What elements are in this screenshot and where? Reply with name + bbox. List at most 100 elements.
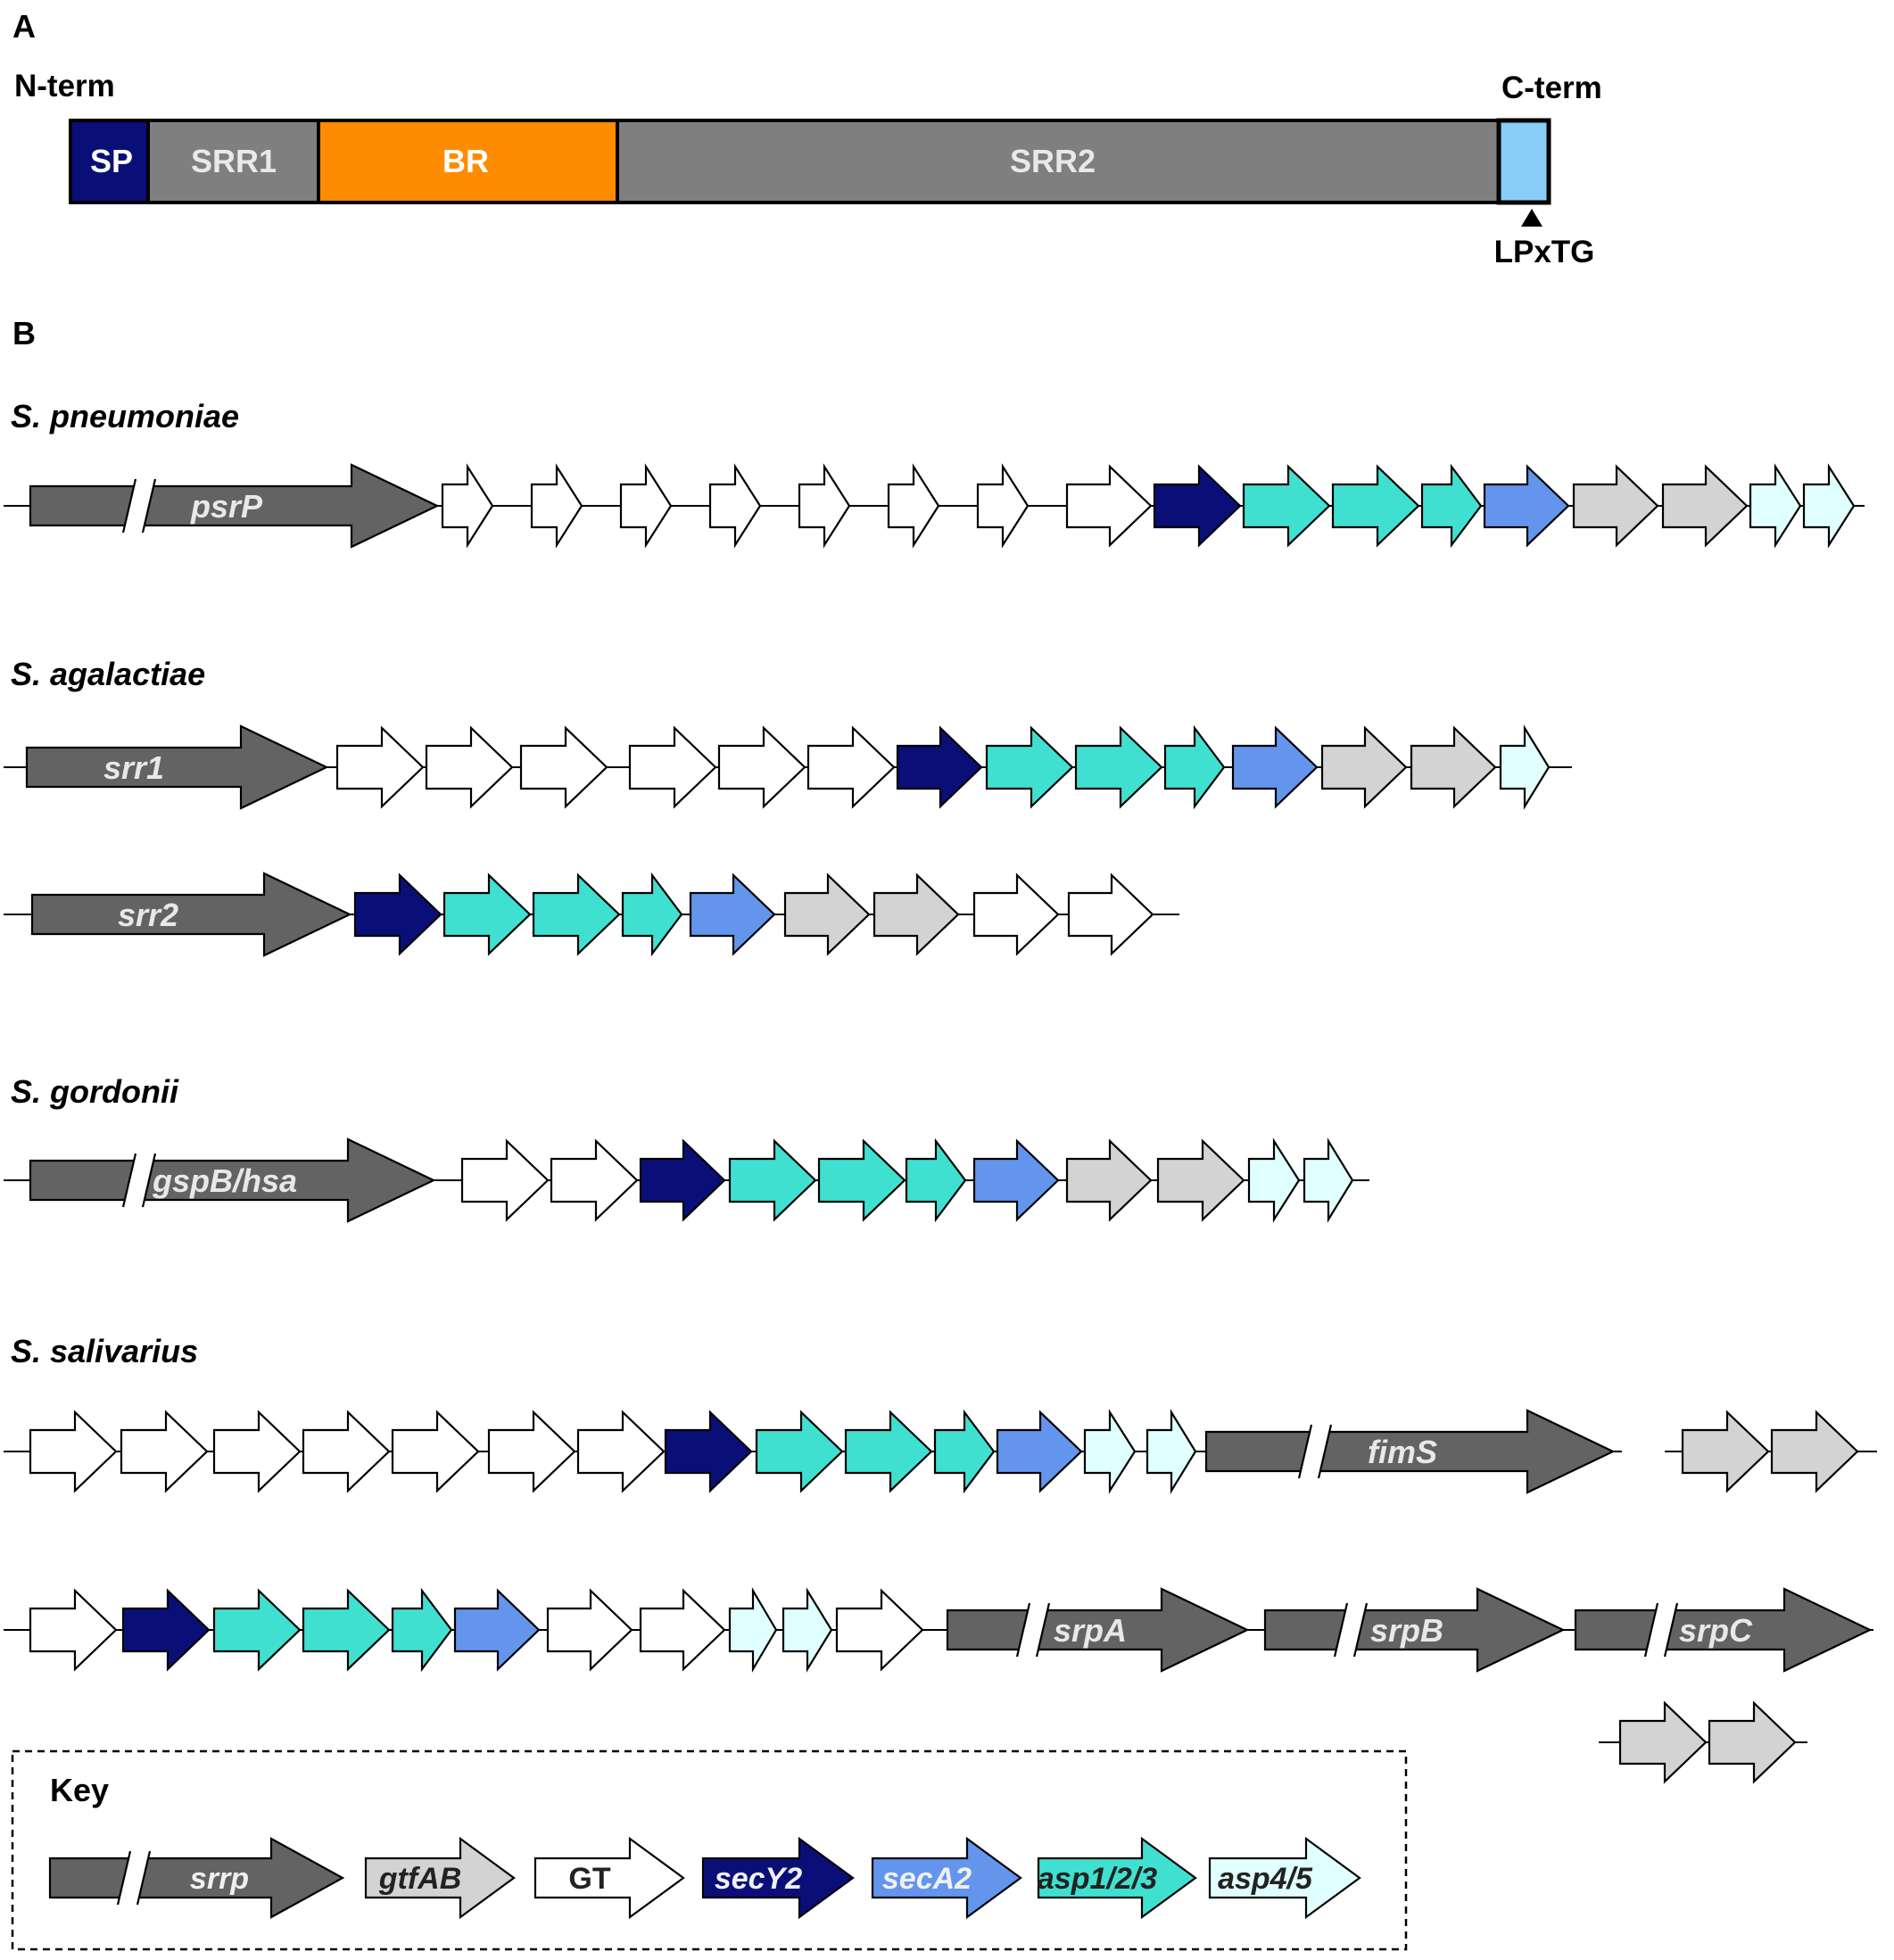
key-item-GT: GT [533, 1836, 685, 1920]
gene-arrow [1499, 724, 1551, 810]
gene-break-mark [121, 1153, 137, 1208]
protein-domain-bar: SP SRR1 BR SRR2 [69, 118, 1551, 205]
gene-arrow [546, 1588, 633, 1672]
gene-break-mark [1015, 1602, 1031, 1658]
gene-arrow [985, 725, 1074, 809]
gene-arrow [1074, 725, 1163, 809]
gene-GT [550, 1138, 639, 1222]
gene-GT [441, 463, 494, 549]
gene-arrow [1572, 464, 1659, 548]
gene-GT [1067, 872, 1154, 956]
gene-arrow [905, 1137, 967, 1223]
gene-arrow [1263, 1587, 1566, 1673]
operon-salivarius-1: fimS [4, 1409, 1622, 1494]
gene-GT [972, 872, 1060, 956]
key-item-secA2: secA2 [871, 1836, 1022, 1920]
gene-arrow [1802, 463, 1856, 549]
gene-secY2 [664, 1410, 753, 1493]
c-term-label: C-term [1501, 70, 1602, 105]
gene-arrow [1681, 1410, 1770, 1493]
key-swatch-arrow [533, 1836, 685, 1920]
gene-arrow [873, 872, 960, 956]
gene-asp123 [905, 1137, 967, 1223]
gene-arrow [29, 1588, 118, 1672]
gene-arrow [302, 1410, 391, 1493]
gene-arrow [844, 1410, 933, 1493]
gene-arrow [782, 1587, 833, 1673]
gene-arrow [212, 1588, 302, 1672]
gene-break-gap [1299, 1425, 1331, 1478]
n-term-label: N-term [14, 69, 115, 103]
gene-label: srpB [1370, 1612, 1443, 1649]
gene-asp123 [1074, 725, 1163, 809]
gene-break-mark [141, 478, 157, 533]
gene-asp45 [1247, 1137, 1301, 1223]
gene-asp123 [391, 1587, 453, 1673]
gene-asp123 [1420, 463, 1483, 549]
gene-arrow [1204, 1409, 1616, 1494]
gene-arrow [1156, 1138, 1245, 1222]
gene-GT [530, 463, 583, 549]
gene-asp123 [1163, 724, 1226, 810]
key-item-asp45: asp4/5 [1208, 1836, 1361, 1920]
gene-arrow [639, 1138, 726, 1222]
gene-gtfAB [1065, 1138, 1153, 1222]
gene-GT [391, 1410, 480, 1493]
key-label: asp1/2/3 [1038, 1862, 1157, 1896]
gene-secA2 [972, 1138, 1060, 1222]
gene-GT [335, 725, 425, 809]
gene-asp123 [1331, 464, 1420, 548]
gene-srrp: fimS [1204, 1409, 1616, 1494]
operon-pneumoniae: psrP [4, 463, 1865, 549]
gene-gtfAB [1572, 464, 1659, 548]
gene-break-gap [123, 1154, 155, 1207]
gene-asp123 [755, 1410, 844, 1493]
domain-srr1 [146, 119, 320, 204]
gene-asp45 [1499, 724, 1551, 810]
operon-gordonii: gspB/hsa [4, 1137, 1369, 1223]
gene-GT [576, 1410, 666, 1493]
gene-arrow [1749, 463, 1802, 549]
gene-break-gap [1645, 1603, 1677, 1657]
gene-GT [460, 1138, 550, 1222]
gene-label: srpC [1679, 1612, 1753, 1649]
key-item-asp123: asp1/2/3 [1038, 1836, 1197, 1920]
domain-lpxtg-anchor [1496, 118, 1551, 205]
gene-gtfAB [1156, 1138, 1245, 1222]
gene-arrow [972, 1138, 1060, 1222]
gene-asp45 [1749, 463, 1802, 549]
gene-arrow [1247, 1137, 1301, 1223]
domain-br [317, 119, 619, 204]
gene-GT [639, 1588, 726, 1672]
gene-arrow [391, 1410, 480, 1493]
key-item-srrp: srrp [48, 1837, 345, 1919]
gene-GT [29, 1588, 118, 1672]
gene-arrow [619, 463, 673, 549]
gene-secY2 [896, 725, 983, 809]
gene-break-mark [1352, 1602, 1369, 1658]
gene-arrow [1065, 464, 1153, 548]
gene-label: gspB/hsa [152, 1162, 297, 1199]
gene-secA2 [453, 1588, 541, 1672]
gene-GT [976, 463, 1030, 549]
gene-arrow [708, 463, 762, 549]
gene-arrow [1242, 464, 1331, 548]
organism-name-agalactiae: S. agalactiae [11, 656, 205, 692]
gene-arrow [302, 1588, 391, 1672]
gene-break-mark [141, 1153, 157, 1208]
gene-break-gap [1017, 1603, 1049, 1657]
gene-GT [708, 463, 762, 549]
gene-GT [619, 463, 673, 549]
gene-asp123 [302, 1588, 391, 1672]
key-break-mark [116, 1850, 132, 1906]
gene-arrow [1303, 1137, 1354, 1223]
gene-arrow [933, 1409, 996, 1494]
gene-arrow [1708, 1700, 1797, 1784]
gene-asp123 [728, 1138, 817, 1222]
gene-asp45 [1802, 463, 1856, 549]
gene-arrow [1661, 464, 1749, 548]
gene-srrp: srpC [1574, 1587, 1873, 1673]
gene-break-mark [1035, 1602, 1051, 1658]
gene-label: srr2 [118, 897, 178, 933]
